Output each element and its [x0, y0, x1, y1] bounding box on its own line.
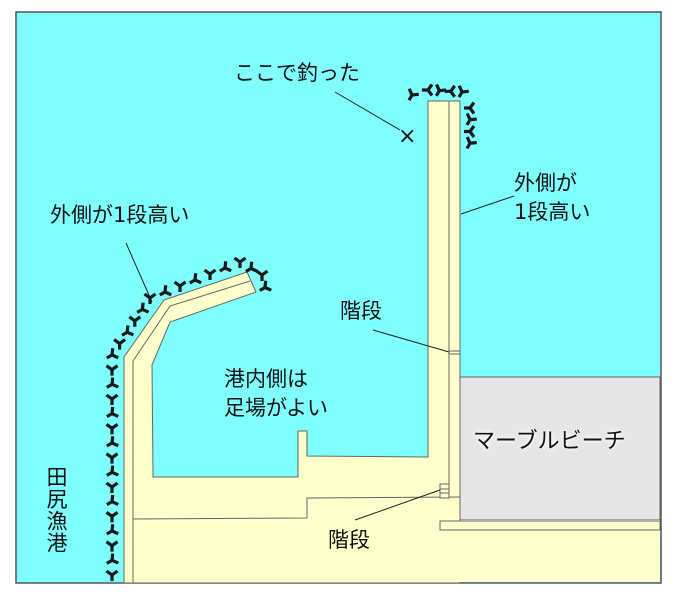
tetrapod-icon — [203, 268, 217, 280]
tetrapod-icon — [106, 494, 119, 507]
tetrapod-icon — [121, 325, 135, 337]
tetrapod-icon — [143, 292, 157, 304]
tetrapod-icon — [106, 436, 119, 448]
tetrapod-icon — [173, 280, 187, 292]
label-inner-side-1: 港内側は — [224, 367, 308, 391]
tetrapod-icon — [259, 280, 272, 292]
tetrapod-icon — [189, 273, 202, 285]
label-inner-side-2: 足場がよい — [224, 396, 328, 420]
tetrapod-icon — [159, 285, 172, 297]
left-breakwater-step-line — [132, 280, 251, 583]
tetrapod-icon — [255, 269, 269, 281]
tetrapod-icon — [106, 553, 119, 565]
tetrapod-icon — [245, 261, 258, 273]
tetrapod-icon — [465, 136, 477, 150]
tetrapod-icon — [465, 112, 477, 126]
leader-left-outer — [125, 242, 153, 303]
label-marble-beach: マーブルビーチ — [473, 429, 626, 454]
breakwater-and-pier — [123, 100, 461, 584]
leader-stairs-lower — [354, 489, 441, 521]
shore-step-line — [132, 496, 461, 520]
tetrapod-icon — [444, 84, 456, 98]
marble-beach — [459, 376, 661, 521]
tetrapod-icon — [105, 423, 119, 435]
tetrapod-icon — [219, 261, 232, 273]
beach-edge-strip — [439, 520, 661, 531]
tetrapod-icon — [105, 540, 119, 552]
tetrapod-icon — [105, 511, 119, 523]
label-tajiri-port: 田尻漁港 — [44, 466, 68, 554]
tetrapod-icon — [106, 406, 119, 419]
tetrapod-icon — [106, 348, 119, 360]
stairs-lower-mark — [439, 483, 450, 499]
tetrapod-icon — [422, 83, 434, 97]
tetrapod-icon — [464, 125, 476, 138]
tetrapod-icon — [113, 338, 127, 350]
tetrapod-icon — [457, 85, 469, 98]
tetrapod-group — [105, 83, 477, 581]
tetrapod-icon — [106, 524, 119, 536]
label-left-outer-higher: 外側が1段高い — [50, 203, 190, 227]
tetrapod-icon — [106, 377, 119, 389]
leader-right-outer — [460, 195, 515, 215]
tetrapod-icon — [105, 569, 119, 581]
leader-stairs-upper — [372, 329, 450, 353]
label-right-outer-higher-1: 外側が — [514, 171, 577, 195]
tetrapod-icon — [105, 452, 119, 464]
tetrapod-icon — [136, 302, 150, 314]
tetrapod-icon — [464, 101, 476, 115]
stairs-upper-mark — [449, 350, 460, 355]
tetrapod-icon — [105, 364, 119, 376]
label-stairs-lower: 階段 — [328, 528, 370, 552]
tetrapod-icon — [105, 481, 119, 493]
tetrapod-icon — [407, 88, 419, 101]
label-caught-here: ここで釣った — [234, 61, 360, 85]
caught-here-mark: × — [398, 124, 417, 149]
label-right-outer-higher-2: 1段高い — [514, 200, 591, 224]
tetrapod-icon — [106, 465, 119, 477]
tetrapod-icon — [233, 256, 247, 268]
label-stairs-upper: 階段 — [340, 299, 382, 323]
tetrapod-icon — [128, 315, 142, 327]
leader-caught-here — [334, 91, 401, 131]
tetrapod-icon — [105, 393, 119, 405]
